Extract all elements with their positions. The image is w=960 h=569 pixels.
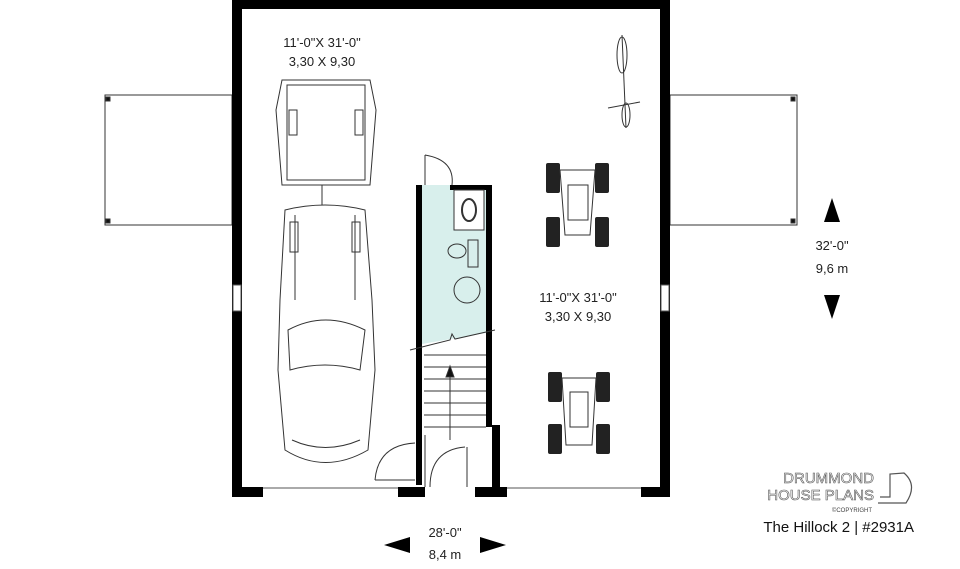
right-canopy xyxy=(669,94,798,226)
exterior-walls xyxy=(232,0,670,497)
sink-icon xyxy=(461,198,477,222)
arrow-up-icon xyxy=(824,198,840,222)
arrow-left-icon xyxy=(384,537,410,553)
width-imperial: 28'-0" xyxy=(428,525,462,540)
svg-text:HOUSE PLANS: HOUSE PLANS xyxy=(767,487,874,504)
bathroom xyxy=(409,154,500,487)
stairs xyxy=(424,354,486,440)
left-bay-dims-metric: 3,30 X 9,30 xyxy=(289,54,356,69)
drummond-logo: DRUMMOND HOUSE PLANS ©COPYRIGHT xyxy=(767,470,913,514)
svg-text:©COPYRIGHT: ©COPYRIGHT xyxy=(832,507,872,514)
depth-imperial: 32'-0" xyxy=(815,238,849,253)
plan-title: The Hillock 2 | #2931A xyxy=(763,519,914,536)
depth-metric: 9,6 m xyxy=(816,261,849,276)
shower-icon xyxy=(453,276,481,304)
left-bay-dims-imperial: 11'-0"X 31'-0" xyxy=(283,35,361,50)
motorcycle-icon xyxy=(607,34,641,129)
right-bay-dims-imperial: 11'-0"X 31'-0" xyxy=(539,290,617,305)
arrow-right-icon xyxy=(480,537,506,553)
right-bay-dims-metric: 3,30 X 9,30 xyxy=(545,309,612,324)
width-metric: 8,4 m xyxy=(429,547,462,562)
entry-doors xyxy=(374,435,468,488)
toilet-icon xyxy=(447,243,467,259)
left-canopy xyxy=(104,94,233,226)
stair-up-arrow-icon xyxy=(445,364,455,378)
atv-icon xyxy=(548,372,610,454)
atv-icon xyxy=(546,163,609,247)
car-icon xyxy=(275,79,377,463)
arrow-down-icon xyxy=(824,295,840,319)
left-window xyxy=(232,284,242,312)
right-window xyxy=(660,284,670,312)
svg-text:DRUMMOND: DRUMMOND xyxy=(783,470,874,487)
